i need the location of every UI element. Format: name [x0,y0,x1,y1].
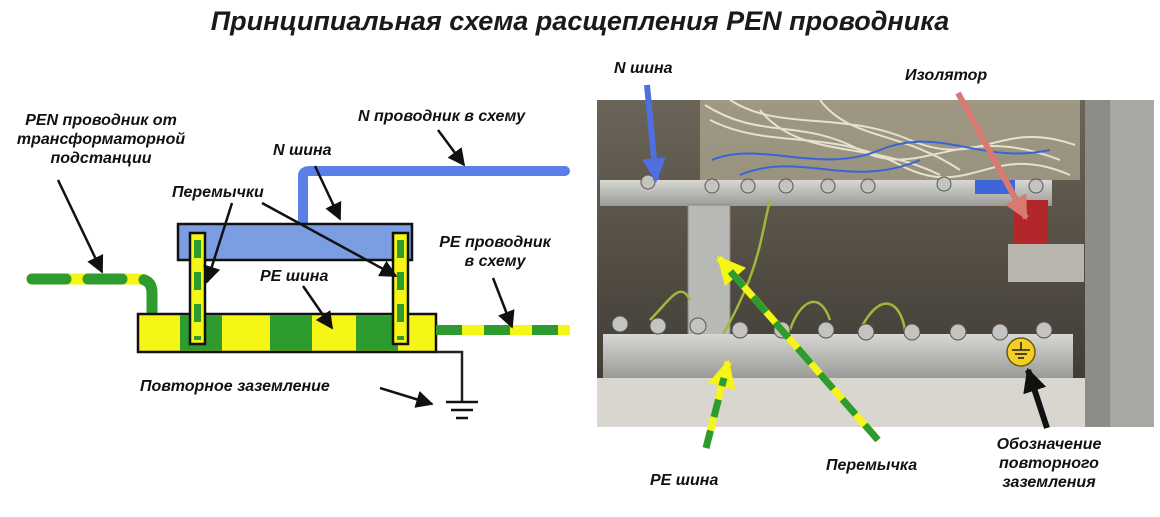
n-bus-label: N шина [273,142,332,159]
photo-pe-bus-label: PE шина [650,472,719,489]
grounding-wire [436,350,464,401]
jumper-right [391,231,410,346]
ground-symbol-icon [446,400,478,420]
pe-conductor-label: PE проводник в схему [439,234,551,270]
arrow-pe-bus [301,285,334,330]
jumpers-label: Перемычки [172,184,264,201]
arrow-grounding [379,386,434,408]
arrow-n-bus [313,165,342,221]
arrow-photo-insulator [955,91,1029,221]
arrow-photo-jumper [716,255,881,443]
ground-mark-icon [1006,337,1036,367]
pen-conductor-label: PEN проводник от трансформаторной подста… [16,112,186,167]
arrow-jumper-right [261,201,398,278]
photo-n-bus-label: N шина [614,60,673,77]
pen-conductor [26,273,158,340]
photo-ground-mark-label: Обозначение повторного заземления [996,436,1102,491]
arrow-photo-pe-bus [702,359,736,449]
n-bus [176,222,414,262]
arrow-pe-conductor [491,277,515,329]
n-conductor-label: N проводник в схему [358,108,526,125]
photo-illustration [597,99,1154,427]
pe-bus [136,312,438,354]
arrow-pen [56,179,104,274]
arrow-n-conductor [436,129,466,167]
arrow-photo-n-bus [642,84,666,183]
jumper-left [188,231,207,346]
n-conductor [298,166,570,229]
arrow-photo-ground-mark [1023,367,1050,429]
grounding-label: Повторное заземление [140,378,330,395]
photo-insulator-label: Изолятор [905,67,988,84]
pe-bus-label: PE шина [260,268,329,285]
arrow-jumper-left [203,202,234,284]
photo-jumper-label: Перемычка [826,457,918,474]
page-title: Принципиальная схема расщепления PEN про… [210,6,950,36]
